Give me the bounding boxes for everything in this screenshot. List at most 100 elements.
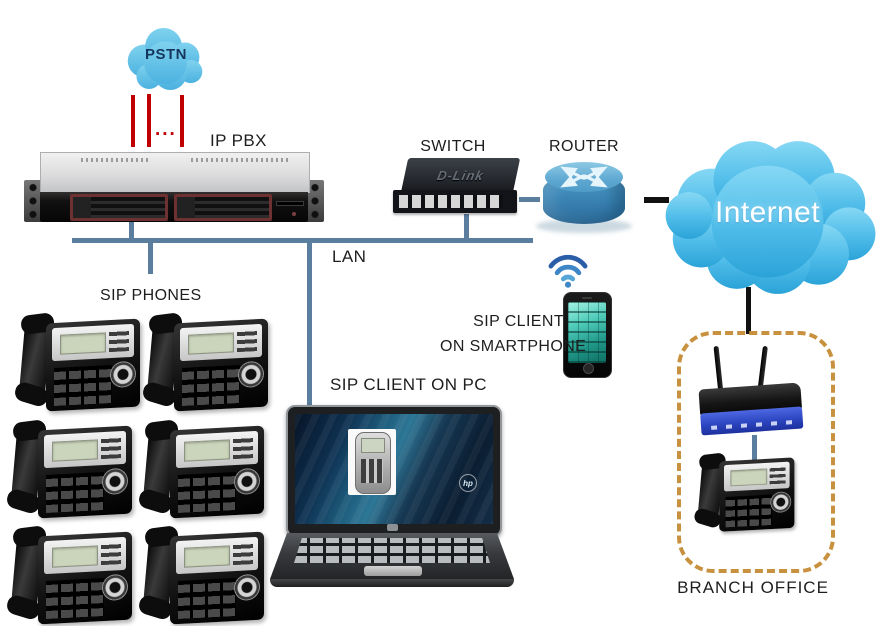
wireless-router [698, 344, 808, 438]
hp-hinge-logo [387, 524, 398, 531]
phone-keypad [178, 472, 236, 514]
ip-pbx-label: IP PBX [210, 131, 267, 150]
network-switch: D-Link [393, 158, 521, 215]
phone-faceplate [176, 536, 258, 575]
lan-label: LAN [332, 247, 367, 266]
phone-lcd-display [184, 439, 230, 462]
phone-faceplate [44, 430, 126, 469]
smartphone-earpiece [582, 297, 592, 299]
router-icon [536, 162, 632, 233]
sip-smartphone-label: SIP CLIENT ON SMARTPHONE [440, 309, 587, 359]
phone-faceplate [724, 461, 790, 492]
router-top [545, 162, 623, 192]
router-shadow [536, 219, 632, 233]
softphone-keypad [361, 459, 383, 483]
lan-drop-server [129, 221, 134, 239]
branch-office-box [677, 331, 835, 573]
switch-top-panel: D-Link [401, 158, 521, 192]
sip-phone [146, 313, 268, 413]
router-label: ROUTER [549, 138, 619, 155]
lan-drop-switch [464, 214, 469, 238]
phone-keypad [46, 472, 104, 514]
phone-lcd-display [188, 332, 234, 355]
lan-drop-pc [307, 243, 312, 409]
phone-keypad [54, 365, 112, 407]
phone-keypad [178, 578, 236, 620]
pstn-cloud-icon [127, 27, 203, 90]
phone-function-buttons [769, 466, 786, 485]
drive-bay [70, 194, 168, 221]
branch-sip-phone [697, 453, 795, 533]
internet-branch-link [746, 287, 751, 334]
laptop-base [270, 579, 514, 587]
phone-faceplate [180, 323, 262, 362]
rack-ear [24, 180, 42, 222]
ethernet-ports [399, 195, 503, 208]
phone-function-buttons [237, 330, 257, 353]
phone-keypad [725, 494, 772, 528]
phone-faceplate [176, 430, 258, 469]
hp-logo: hp [459, 474, 477, 492]
pstn-trunk-line [147, 94, 151, 147]
sip-phone [10, 526, 132, 626]
laptop-keyboard [294, 538, 490, 563]
sip-smartphone-label-line2: ON SMARTPHONE [440, 338, 587, 355]
phone-function-buttons [101, 437, 121, 460]
sip-phone [18, 313, 140, 413]
laptop-screen-bezel: hp [286, 405, 502, 537]
phone-nav-wheel [234, 467, 260, 496]
internet-label: Internet [715, 196, 820, 229]
wireless-router-body [698, 382, 804, 438]
rack-ear [306, 180, 324, 222]
branch-office-label: BRANCH OFFICE [677, 578, 829, 597]
optical-drive-slot [276, 201, 304, 206]
phone-function-buttons [109, 330, 129, 353]
phone-faceplate [52, 323, 134, 362]
smartphone-dialer-screen [568, 302, 606, 363]
server-top-panel [40, 152, 310, 193]
phone-body [719, 457, 795, 532]
phone-body [38, 531, 132, 625]
power-led [292, 212, 296, 216]
phone-lcd-display [730, 468, 768, 487]
phone-function-buttons [233, 437, 253, 460]
phone-lcd-display [52, 439, 98, 462]
antenna-icon [713, 345, 724, 395]
phone-body [170, 425, 264, 519]
phone-keypad [182, 365, 240, 407]
pstn-trunk-line [131, 95, 135, 147]
phone-nav-wheel [102, 467, 128, 496]
sip-smartphone-label-line1: SIP CLIENT [473, 313, 564, 330]
switch-router-link [519, 197, 540, 202]
trunk-ellipsis: ... [155, 119, 177, 140]
phone-function-buttons [233, 543, 253, 566]
phone-body [38, 425, 132, 519]
laptop-screen: hp [295, 414, 493, 524]
phone-body [46, 318, 140, 412]
phone-lcd-display [60, 332, 106, 355]
laptop: hp [270, 405, 514, 587]
phone-function-buttons [101, 543, 121, 566]
wifi-icon [548, 254, 588, 288]
softphone-device [355, 432, 391, 494]
softphone-app-window [348, 429, 396, 495]
phone-lcd-display [184, 545, 230, 568]
sip-pc-label: SIP CLIENT ON PC [330, 375, 487, 394]
smartphone [563, 292, 612, 378]
server-front-panel [40, 192, 308, 222]
sip-phone [10, 420, 132, 520]
dlink-logo: D-Link [435, 167, 486, 183]
switch-front-panel [393, 190, 517, 213]
pstn-label: PSTN [144, 46, 187, 63]
phone-lcd-display [52, 545, 98, 568]
phone-nav-wheel [110, 360, 136, 389]
phone-body [174, 318, 268, 412]
drive-bay [174, 194, 272, 221]
sip-phone [142, 526, 264, 626]
laptop-keyboard-deck [270, 533, 514, 579]
smartphone-home-button [583, 363, 594, 374]
lan-drop-phones [148, 243, 153, 274]
sip-phones-label: SIP PHONES [100, 287, 202, 304]
branch-router-phone-link [752, 435, 757, 463]
router-arrows-icon [560, 166, 608, 188]
